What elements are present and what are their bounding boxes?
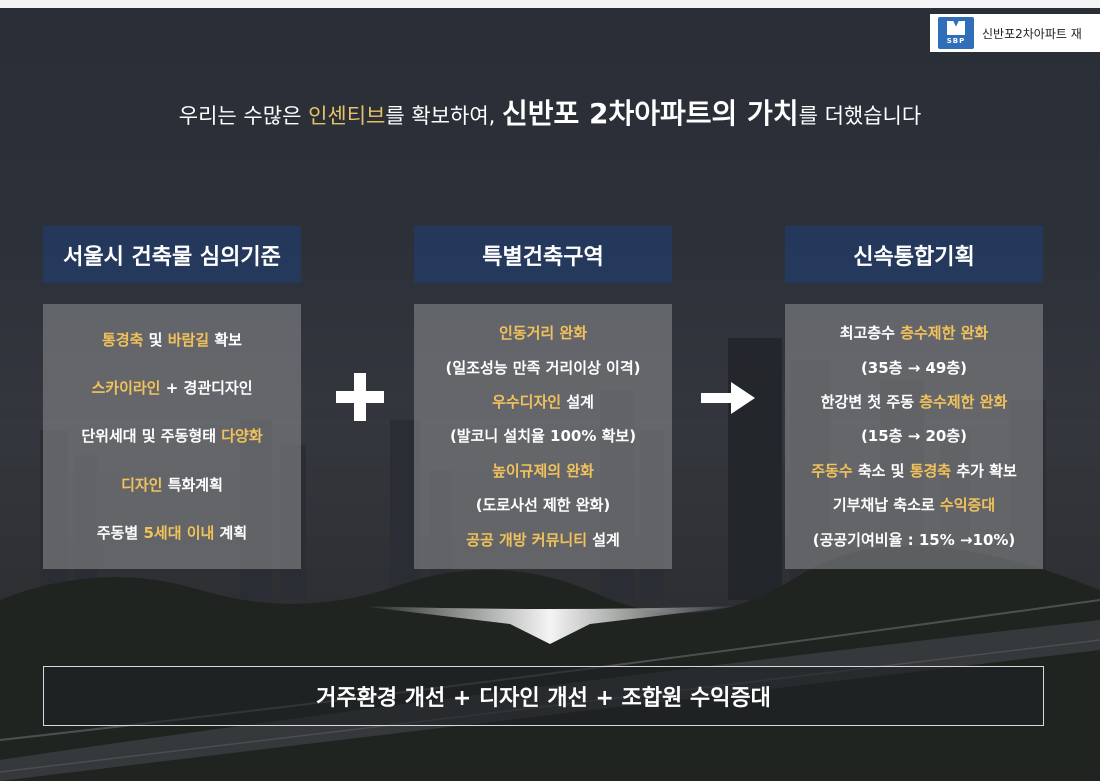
brand-badge: SBP 신반포2차아파트 재 <box>930 14 1100 52</box>
benefit-line: 인동거리 완화 <box>499 322 587 344</box>
highlight-text: 디자인 <box>121 475 163 494</box>
benefit-line: 단위세대 및 주동형태 다양화 <box>81 425 262 447</box>
benefit-line: (일조성능 만족 거리이상 이격) <box>446 357 641 379</box>
headline-highlight: 인센티브 <box>308 104 386 128</box>
body-text: 설계 <box>587 530 620 549</box>
benefit-line: 스카이라인 + 경관디자인 <box>91 377 252 399</box>
column-header-fast-track: 신속통합기획 <box>785 226 1043 283</box>
body-text: (도로사선 제한 완화) <box>475 496 611 515</box>
body-text: 주동별 <box>96 523 144 542</box>
body-text: 확보 <box>209 331 242 350</box>
highlight-text: 통경축 <box>909 461 952 480</box>
headline-part3: 를 확보하여, <box>385 104 502 128</box>
body-text: 특화계획 <box>162 475 223 494</box>
benefit-line: 주동별 5세대 이내 계획 <box>97 522 247 544</box>
headline-part1: 우리는 수많은 <box>178 104 309 128</box>
benefit-line: 디자인 특화계획 <box>121 474 223 496</box>
benefit-line: (15층 → 20층) <box>861 425 967 447</box>
benefit-line: (도로사선 제한 완화) <box>476 494 611 516</box>
highlight-text: 우수디자인 <box>492 393 562 412</box>
page-headline: 우리는 수많은 인센티브를 확보하여, 신반포 2차아파트의 가치를 더했습니다 <box>0 92 1100 132</box>
body-text: (15층 → 20층) <box>860 427 968 446</box>
highlight-text: 공공 개방 커뮤니티 <box>466 530 588 549</box>
logo-abbr: SBP <box>946 37 966 45</box>
column-body-fast-track: 최고층수 층수제한 완화 (35층 → 49층) 한강변 첫 주동 층수제한 완화 (… <box>785 304 1043 569</box>
body-text: 및 <box>143 331 168 350</box>
body-text: (일조성능 만족 거리이상 이격) <box>445 358 641 377</box>
benefit-line: (공공기여비율 : 15% →10%) <box>813 529 1016 551</box>
down-arrow-icon <box>360 606 740 644</box>
headline-part5: 를 더했습니다 <box>798 104 922 128</box>
benefit-line: 기부채납 축소로 수익증대 <box>833 494 995 516</box>
benefit-line: 최고층수 층수제한 완화 <box>840 322 988 344</box>
benefit-line: 주동수 축소 및 통경축 추가 확보 <box>811 460 1017 482</box>
body-text: (35층 → 49층) <box>860 358 968 377</box>
highlight-text: 통경축 <box>102 331 144 350</box>
highlight-text: 5세대 이내 <box>143 523 215 542</box>
plus-icon <box>336 373 384 421</box>
headline-emphasis: 신반포 2차아파트의 가치 <box>502 97 799 130</box>
highlight-text: 높이규제의 완화 <box>492 461 594 480</box>
highlight-text: 층수제한 완화 <box>900 324 989 343</box>
summary-bar: 거주환경 개선 + 디자인 개선 + 조합원 수익증대 <box>43 666 1044 726</box>
body-text: 기부채납 축소로 <box>832 496 940 515</box>
brand-title: 신반포2차아파트 재 <box>982 26 1082 41</box>
benefit-line: 공공 개방 커뮤니티 설계 <box>466 529 620 551</box>
column-header-special-zone: 특별건축구역 <box>414 226 672 283</box>
body-text: (공공기여비율 : 15% →10%) <box>812 530 1016 549</box>
highlight-text: 수익증대 <box>939 496 996 515</box>
body-text: 최고층수 <box>839 324 901 343</box>
body-text: 계획 <box>214 523 248 542</box>
arrow-right-icon <box>701 382 755 414</box>
body-text: + 경관디자인 <box>160 379 253 398</box>
logo-mark-icon <box>947 21 965 35</box>
highlight-text: 스카이라인 <box>91 379 161 398</box>
body-text: (발코니 설치율 100% 확보) <box>449 427 637 446</box>
highlight-text: 바람길 <box>167 331 210 350</box>
benefit-line: 한강변 첫 주동 층수제한 완화 <box>821 391 1008 413</box>
highlight-text: 층수제한 완화 <box>919 393 1008 412</box>
highlight-text: 다양화 <box>221 427 263 446</box>
benefit-line: 우수디자인 설계 <box>492 391 594 413</box>
benefit-line: (35층 → 49층) <box>861 357 967 379</box>
benefit-line: 통경축 및 바람길 확보 <box>102 329 242 351</box>
body-text: 단위세대 및 주동형태 <box>81 427 222 446</box>
column-header-seoul-review: 서울시 건축물 심의기준 <box>43 226 301 283</box>
highlight-text: 인동거리 완화 <box>498 324 588 343</box>
body-text: 축소 및 <box>852 461 910 480</box>
benefit-line: 높이규제의 완화 <box>492 460 594 482</box>
body-text: 설계 <box>561 393 594 412</box>
column-body-special-zone: 인동거리 완화 (일조성능 만족 거리이상 이격) 우수디자인 설계 (발코니 설치율… <box>414 304 672 569</box>
top-strip <box>0 0 1100 8</box>
sbp-logo: SBP <box>938 17 974 49</box>
benefit-line: (발코니 설치율 100% 확보) <box>450 425 636 447</box>
highlight-text: 주동수 <box>811 461 853 480</box>
body-text: 추가 확보 <box>951 461 1017 480</box>
body-text: 한강변 첫 주동 <box>820 393 920 412</box>
